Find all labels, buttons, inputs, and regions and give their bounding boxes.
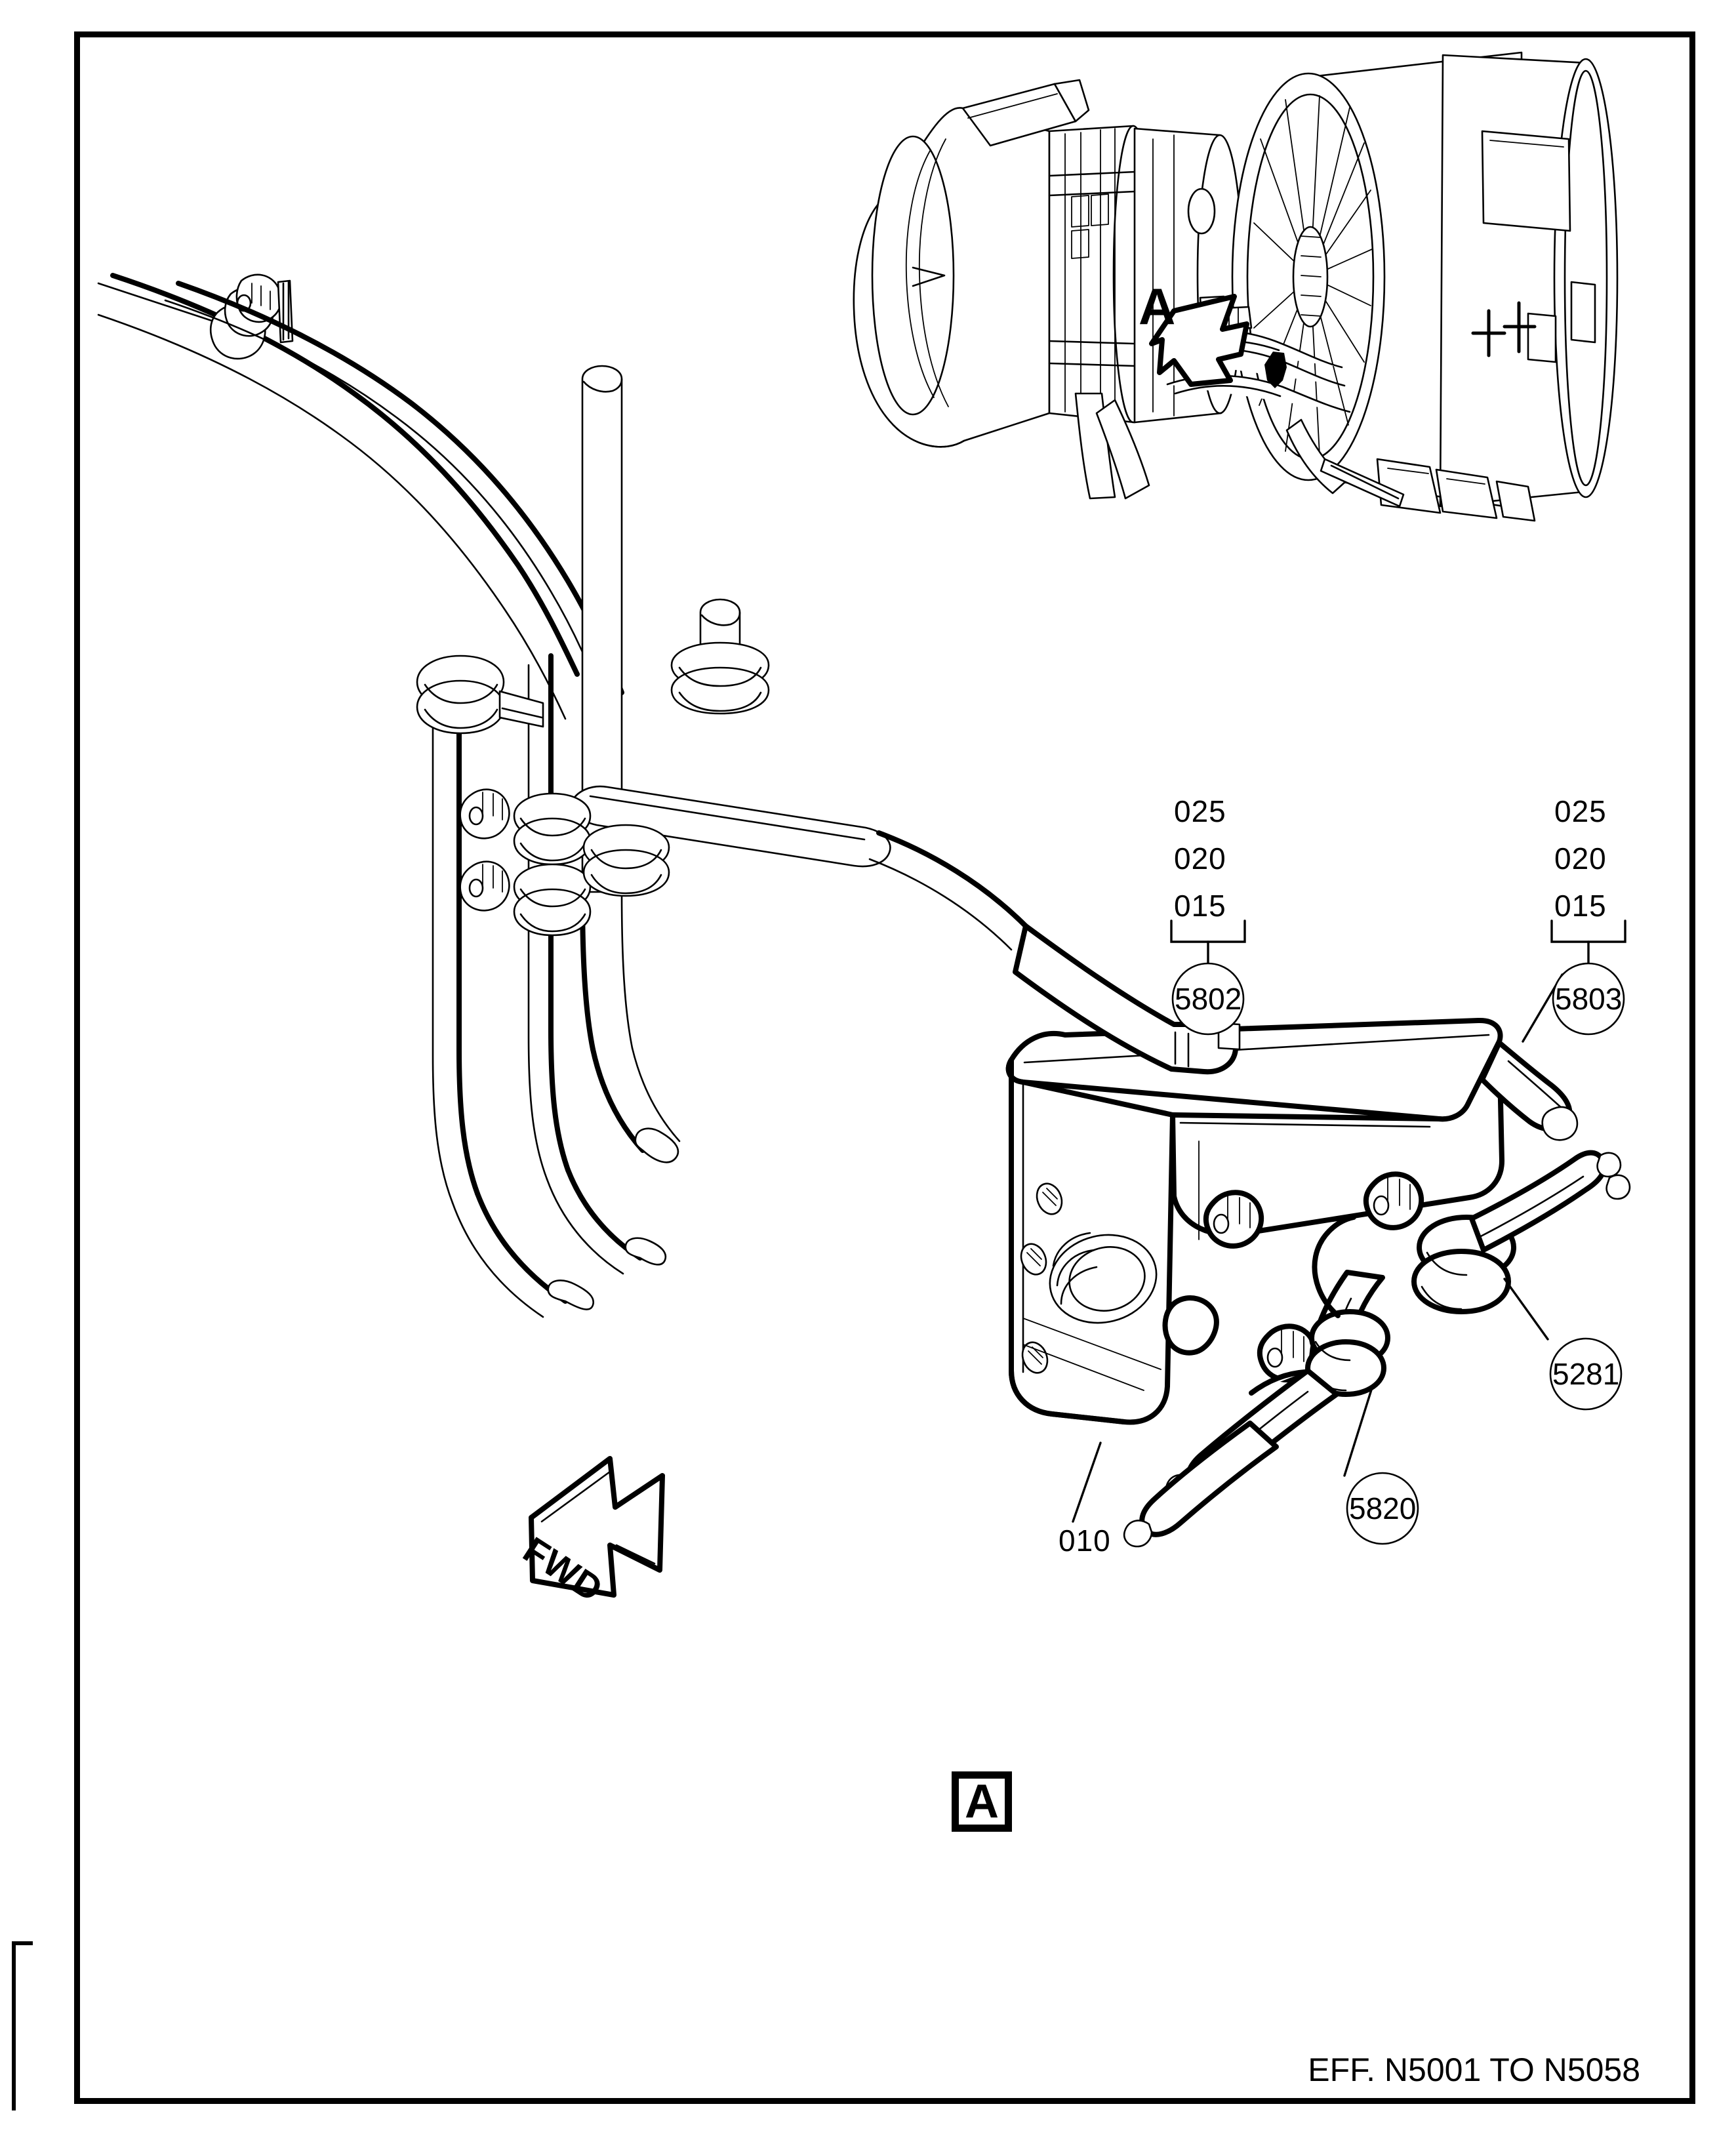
callout-5803-item-015: 015 <box>1554 889 1607 923</box>
inset-view-letter: A <box>1139 277 1176 335</box>
drawing-frame <box>74 31 1695 2104</box>
callout-5802-item-020: 020 <box>1174 841 1226 876</box>
leader-label-010: 010 <box>1059 1524 1111 1558</box>
leader-label-5281: 5281 <box>1552 1357 1620 1391</box>
callout-5802-bubble: 5802 <box>1175 982 1242 1016</box>
detail-view-tag-a: A <box>952 1771 1012 1832</box>
callout-5803-item-025: 025 <box>1554 794 1607 828</box>
callout-5802-item-025: 025 <box>1174 794 1226 828</box>
callout-5803-bubble: 5803 <box>1555 982 1623 1016</box>
leader-label-5820: 5820 <box>1349 1491 1417 1525</box>
callout-5803-item-020: 020 <box>1554 841 1607 876</box>
callout-5802-item-015: 015 <box>1174 889 1226 923</box>
effectivity-note: EFF. N5001 TO N5058 <box>1308 2051 1640 2088</box>
sheet-code-bracket <box>12 1941 33 2110</box>
